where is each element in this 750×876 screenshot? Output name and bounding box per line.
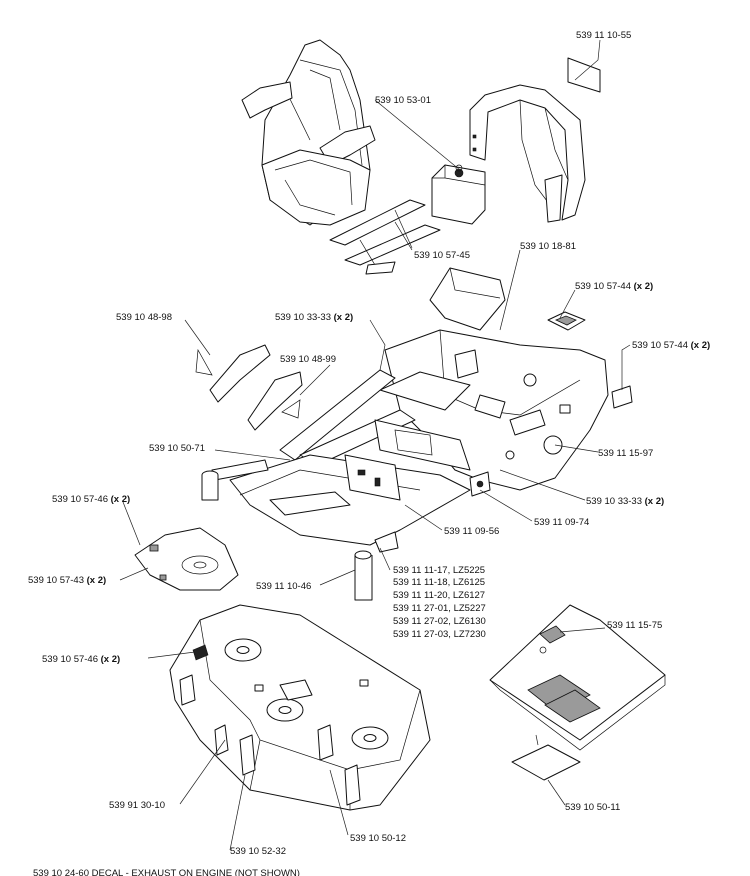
- mower-deck: [169, 604, 431, 811]
- label-539-11-09-74: 539 11 09-74: [534, 517, 589, 528]
- seat-assembly: [241, 39, 376, 226]
- label-539-11-10-46: 539 11 10-46: [256, 581, 311, 592]
- label-539-10-57-46-upper: 539 10 57-46 (x 2): [52, 494, 130, 505]
- main-frame: [201, 267, 609, 601]
- label-539-10-57-45: 539 10 57-45: [414, 250, 470, 261]
- label-539-10-50-71: 539 10 50-71: [149, 443, 205, 454]
- label-539-10-33-33-top: 539 10 33-33 (x 2): [275, 312, 353, 323]
- label-539-10-18-81: 539 10 18-81: [520, 241, 576, 252]
- label-539-10-33-33-lower: 539 10 33-33 (x 2): [586, 496, 664, 507]
- deck-list-item-4: 539 11 27-01, LZ5227: [393, 603, 486, 614]
- decal-plate-57-43: [134, 527, 239, 591]
- decal-flat-right: [611, 385, 633, 409]
- label-539-10-57-44-right: 539 10 57-44 (x 2): [632, 340, 710, 351]
- label-539-10-57-43: 539 10 57-43 (x 2): [28, 575, 106, 586]
- roll-bar: [469, 57, 601, 223]
- label-539-11-15-75: 539 11 15-75: [607, 620, 662, 631]
- label-539-10-50-11: 539 10 50-11: [565, 802, 620, 813]
- footnote: 539 10 24-60 DECAL - EXHAUST ON ENGINE (…: [33, 868, 300, 876]
- seat-mount-bracket: [329, 199, 441, 275]
- label-539-11-15-97: 539 11 15-97: [598, 448, 653, 459]
- label-539-10-57-44-top: 539 10 57-44 (x 2): [575, 281, 653, 292]
- leader-lines: [119, 39, 631, 851]
- deck-list-item-2: 539 11 11-18, LZ6125: [393, 577, 485, 588]
- side-panel-left: [195, 344, 271, 403]
- label-539-11-09-56: 539 11 09-56: [444, 526, 499, 537]
- label-539-11-10-55: 539 11 10-55: [576, 30, 631, 41]
- decal-bracket-small: [547, 311, 586, 331]
- label-539-10-50-12: 539 10 50-12: [350, 833, 406, 844]
- deck-list-item-3: 539 11 11-20, LZ6127: [393, 590, 485, 601]
- component-box: [431, 164, 486, 225]
- deck-list-item-1: 539 11 11-17, LZ5225: [393, 565, 485, 576]
- label-539-10-57-46-lower: 539 10 57-46 (x 2): [42, 654, 120, 665]
- label-539-10-48-99: 539 10 48-99: [280, 354, 336, 365]
- label-539-10-53-01: 539 10 53-01: [375, 95, 431, 106]
- part-labels: 539 11 10-55 539 10 53-01 539 10 57-45 5…: [28, 30, 710, 876]
- deck-list-item-5: 539 11 27-02, LZ6130: [393, 616, 486, 627]
- foot-plate: [489, 604, 666, 751]
- label-539-91-30-10: 539 91 30-10: [109, 800, 165, 811]
- label-539-10-52-32: 539 10 52-32: [230, 846, 286, 857]
- deck-list-item-6: 539 11 27-03, LZ7230: [393, 629, 486, 640]
- decal-50-11: [511, 744, 581, 781]
- label-539-10-48-98: 539 10 48-98: [116, 312, 172, 323]
- side-panel-right: [247, 371, 303, 431]
